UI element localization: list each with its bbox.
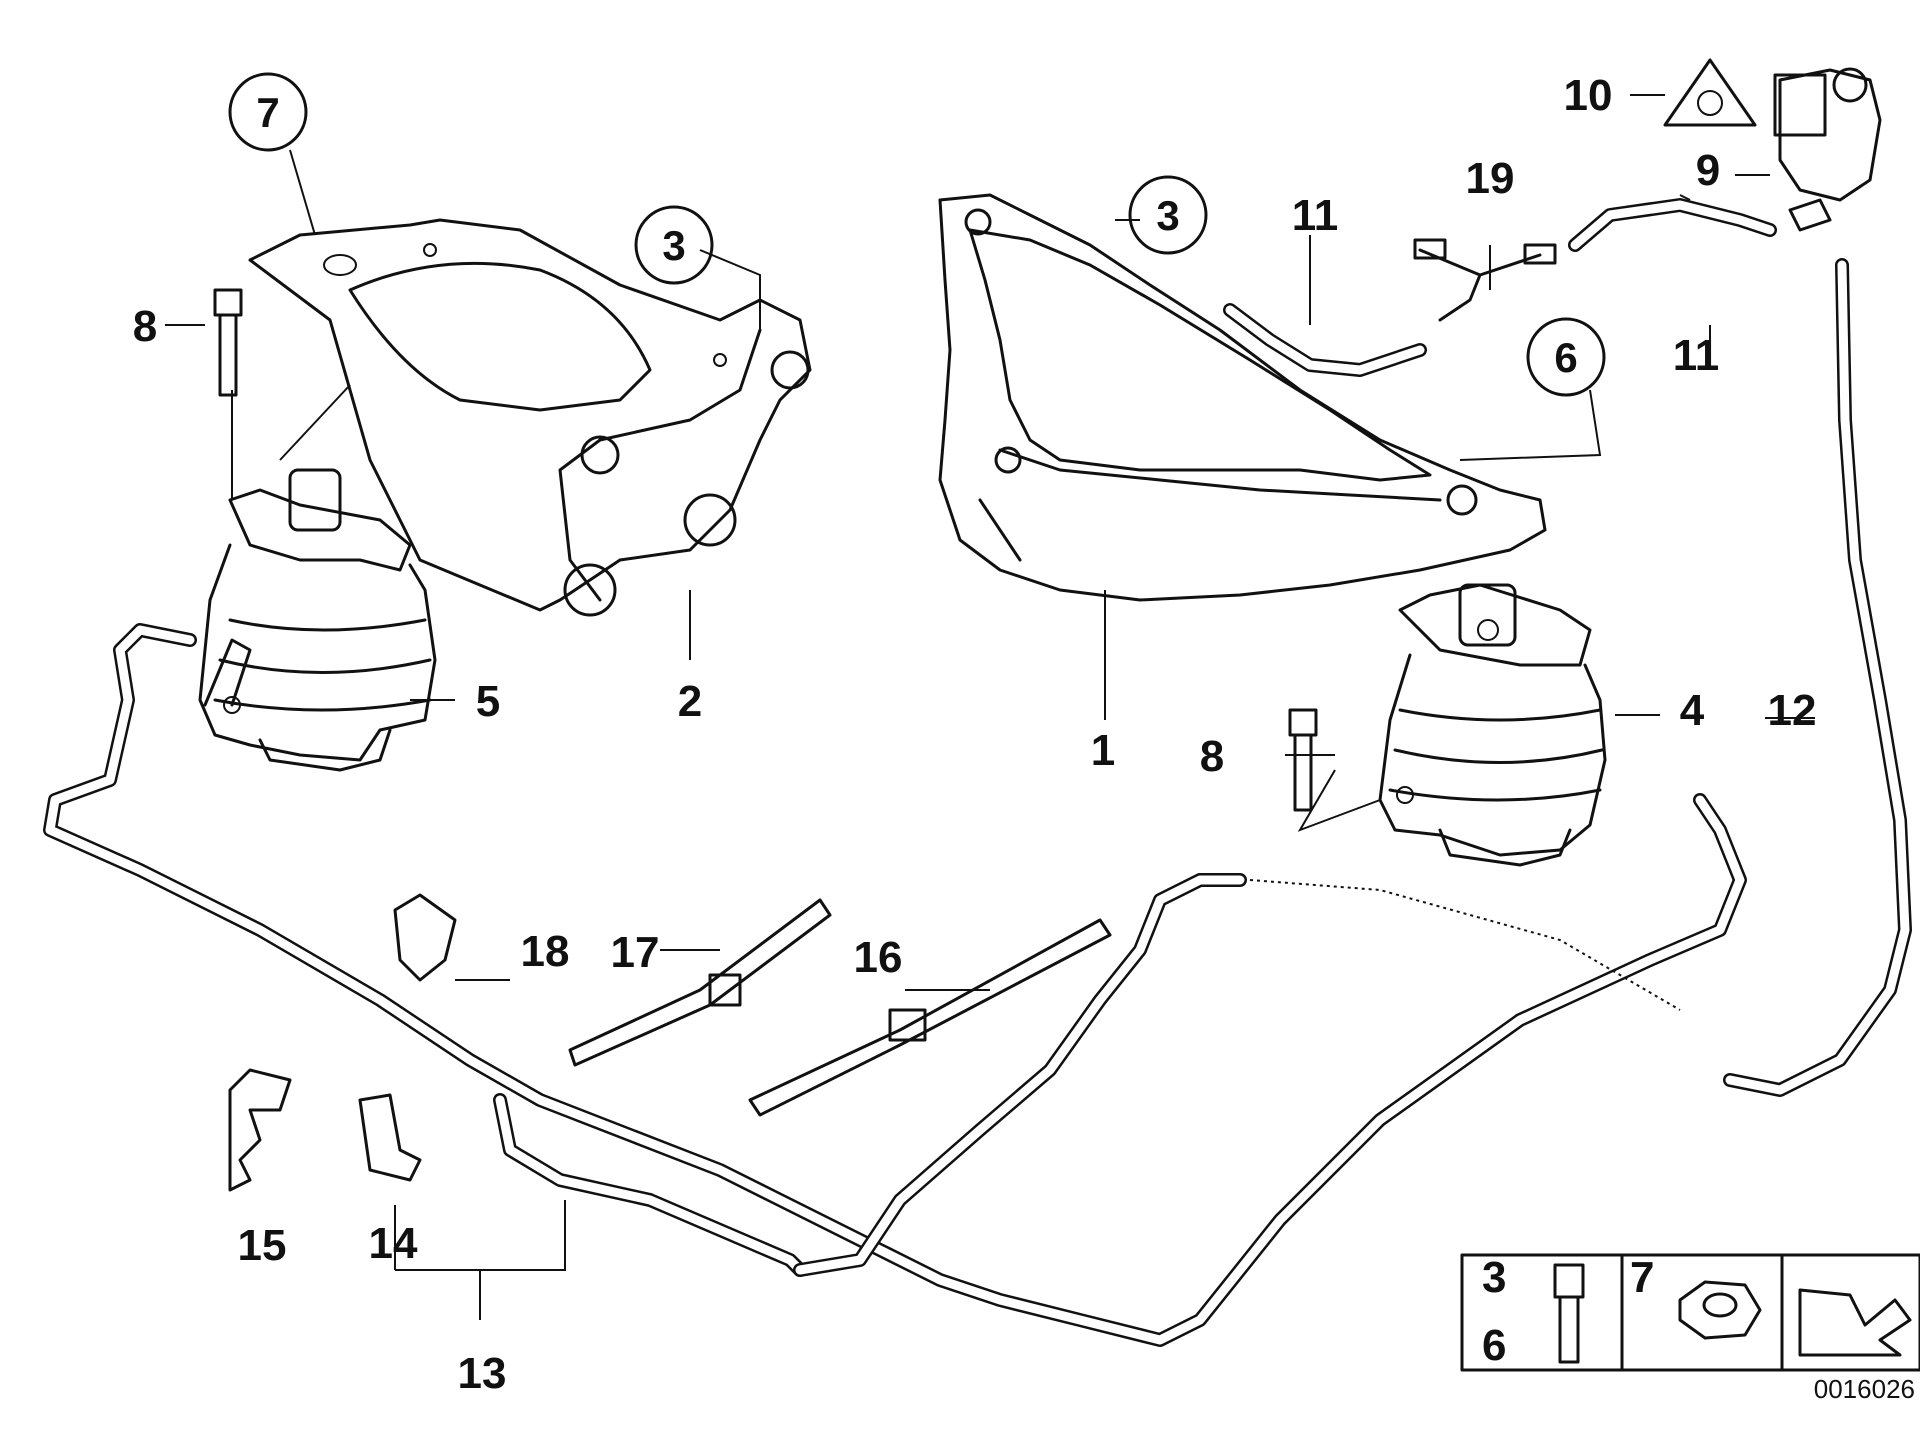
callout-12: 12 <box>1768 686 1817 735</box>
clip-14 <box>358 1093 422 1182</box>
bracket-2 <box>248 218 812 617</box>
callout-1: 1 <box>1091 726 1115 775</box>
leader-lines <box>165 94 1815 1320</box>
engine-mount-4 <box>1378 583 1607 867</box>
vacuum-hose-13 <box>43 623 1747 1347</box>
clip-18 <box>393 893 457 982</box>
arrow-icon <box>1798 1288 1912 1357</box>
nut-icon <box>1678 1280 1762 1340</box>
callout-2: 2 <box>678 677 702 726</box>
solenoid-valve-9 <box>1773 67 1882 232</box>
callout-8b: 8 <box>1200 732 1224 781</box>
callout-18: 18 <box>521 927 570 976</box>
legend-frame <box>1460 1253 1920 1372</box>
callout-6: 6 <box>1554 334 1577 381</box>
callout-16: 16 <box>854 933 903 982</box>
legend-label-6: 6 <box>1482 1321 1506 1370</box>
vacuum-hose-11 <box>1223 198 1777 377</box>
callout-circle-7 <box>228 72 308 152</box>
clip-15 <box>228 1068 292 1192</box>
callout-14: 14 <box>369 1219 418 1268</box>
heat-shield-plate-1 <box>938 193 1547 602</box>
callout-circle-3b <box>1128 175 1208 255</box>
bolt-8-right <box>1288 708 1318 812</box>
callout-11a: 11 <box>1292 191 1339 240</box>
clip-17 <box>568 898 832 1067</box>
callout-11b: 11 <box>1673 331 1720 380</box>
clip-16 <box>748 918 1112 1117</box>
engine-mount-5 <box>198 468 437 772</box>
callout-9: 9 <box>1696 146 1720 195</box>
callout-5: 5 <box>476 677 500 726</box>
callout-10: 10 <box>1564 71 1613 120</box>
bolt-icon <box>1553 1263 1585 1364</box>
legend-label-3: 3 <box>1482 1253 1506 1302</box>
warning-triangle-icon <box>1663 58 1757 127</box>
callout-17: 17 <box>611 928 660 977</box>
legend-box: 3 6 7 <box>1460 1253 1920 1372</box>
callout-8a: 8 <box>133 302 157 351</box>
bolt-8-left <box>213 288 243 397</box>
callout-3a: 3 <box>662 222 685 269</box>
callout-19: 19 <box>1466 154 1515 203</box>
callout-15: 15 <box>238 1221 287 1270</box>
callout-13: 13 <box>458 1349 507 1398</box>
callout-circle-6 <box>1526 317 1606 397</box>
callout-labels: 7 3 3 6 8 8 5 2 1 4 12 10 9 19 11 11 18 … <box>133 71 1817 1398</box>
legend-label-7: 7 <box>1630 1253 1654 1302</box>
vacuum-hose-12 <box>1723 258 1912 1097</box>
t-connector-19 <box>1413 238 1557 322</box>
callout-3b: 3 <box>1156 192 1179 239</box>
diagram-code: 0016026 <box>1814 1374 1915 1404</box>
callout-4: 4 <box>1680 686 1705 735</box>
callout-7: 7 <box>256 89 279 136</box>
callout-circle-3a <box>634 205 714 285</box>
